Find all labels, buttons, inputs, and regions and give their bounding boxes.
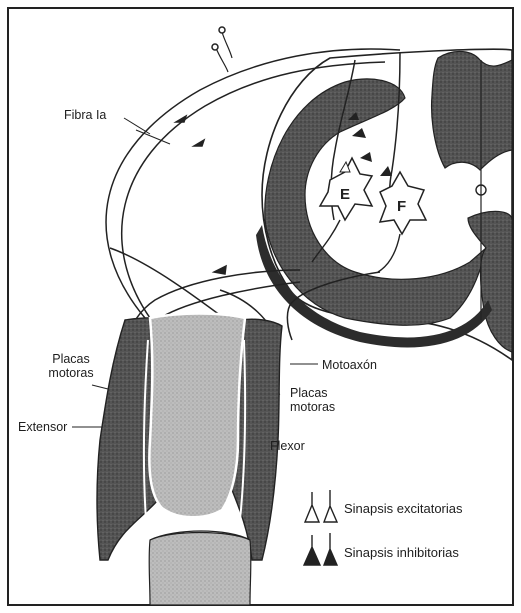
label-placas-left-line2: motoras (40, 366, 102, 380)
label-motoaxon: Motoaxón (322, 358, 377, 372)
legend (304, 490, 337, 565)
lower-bone (149, 533, 251, 606)
neuron-e-label: E (340, 186, 350, 203)
legend-inhibitory-label: Sinapsis inhibitorias (344, 545, 459, 560)
label-placas-right-line2: motoras (290, 400, 335, 414)
dorsal-column (432, 52, 512, 171)
limb (97, 314, 282, 606)
upper-bone (149, 314, 245, 518)
label-extensor: Extensor (18, 420, 67, 434)
label-fibra-ia: Fibra Ia (64, 108, 106, 122)
label-placas-left-line1: Placas (40, 352, 102, 366)
neuron-f-label: F (397, 198, 406, 215)
legend-excitatory-label: Sinapsis excitatorias (344, 501, 463, 516)
inhibitory-symbol (304, 533, 337, 565)
excitatory-symbol (305, 490, 337, 522)
spinal-cord (256, 49, 512, 360)
label-placas-motoras-right: Placas motoras (290, 386, 335, 414)
label-placas-right-line1: Placas (290, 386, 335, 400)
label-placas-motoras-left: Placas motoras (40, 352, 102, 380)
label-flexor: Flexor (270, 439, 305, 453)
